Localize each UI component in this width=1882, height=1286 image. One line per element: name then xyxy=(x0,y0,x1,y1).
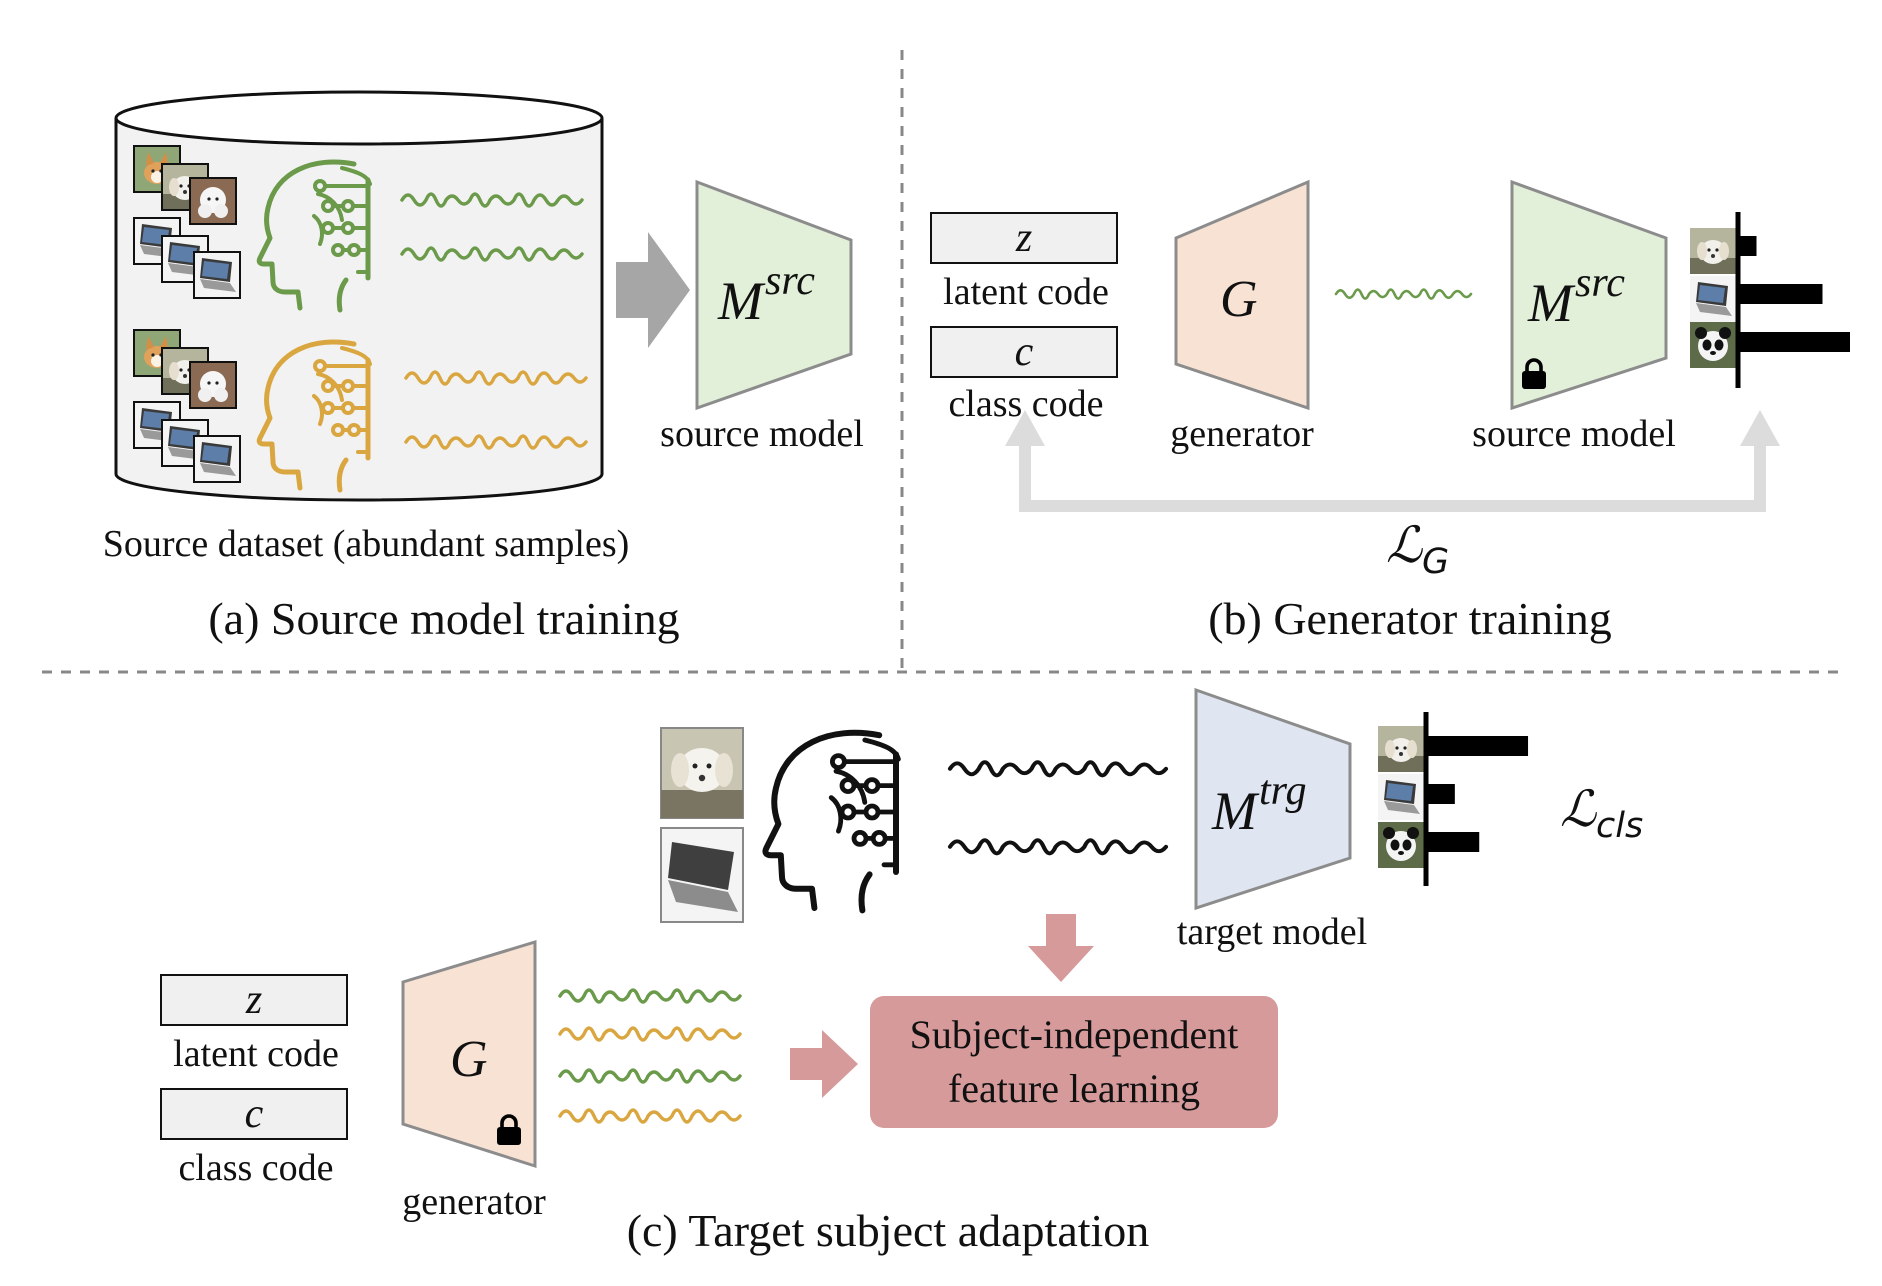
target-model-symbol: Mtrg xyxy=(1212,766,1307,841)
loss-g-symbol: ℒG xyxy=(1386,516,1450,582)
image-stack-top-laptops xyxy=(133,217,241,299)
latent-code-label-b: latent code xyxy=(943,271,1109,313)
target-model-label: target model xyxy=(1176,911,1368,953)
source-dataset-label: Source dataset (abundant samples) xyxy=(102,523,630,565)
class-code-label-c: class code xyxy=(178,1147,334,1189)
image-stack-bottom-laptops xyxy=(133,401,241,483)
source-model-label-a: source model xyxy=(660,413,864,455)
generator-trapezoid-b xyxy=(1174,179,1310,411)
gray-arrow-a xyxy=(616,232,690,348)
latent-code-box-b: z xyxy=(930,212,1118,264)
source-dataset-cylinder xyxy=(114,90,604,502)
source-model-trapezoid-b xyxy=(1510,179,1668,411)
feature-wave-orange-c2 xyxy=(558,1108,742,1124)
output-bar-c-2 xyxy=(1428,784,1455,804)
output-bars-c xyxy=(1428,736,1529,852)
generator-symbol-c: G xyxy=(450,1031,488,1088)
generator-symbol-b: G xyxy=(1220,271,1258,328)
output-bar-c-1 xyxy=(1428,736,1529,756)
feature-wave-green-c1 xyxy=(558,988,742,1004)
generator-label-c: generator xyxy=(402,1181,546,1223)
loss-g-feedback-arrow xyxy=(1019,436,1766,512)
output-bar-b-1 xyxy=(1740,236,1757,256)
loss-g-arrowhead-right xyxy=(1740,410,1780,446)
image-stack-top-dogs xyxy=(133,145,237,225)
feature-wave-green-c2 xyxy=(558,1068,742,1084)
input-photo-dog xyxy=(660,727,744,819)
source-model-symbol-b: Msrc xyxy=(1528,258,1625,333)
caption-b: (b) Generator training xyxy=(1208,593,1612,644)
latent-code-label-c: latent code xyxy=(173,1033,339,1075)
generator-label-b: generator xyxy=(1170,413,1314,455)
feature-wave-orange-c1 xyxy=(558,1026,742,1042)
image-stack-bottom-dogs xyxy=(133,329,237,409)
class-code-box-b: c xyxy=(930,326,1118,378)
output-bar-b-2 xyxy=(1740,284,1823,304)
output-bar-c-3 xyxy=(1428,832,1480,852)
target-model-trapezoid xyxy=(1194,687,1352,911)
output-bar-b-3 xyxy=(1740,332,1850,352)
pink-arrow-down xyxy=(1028,914,1094,982)
feature-wave-black-2 xyxy=(950,840,1166,853)
feature-wave-black-1 xyxy=(950,762,1166,775)
box-line-2: feature learning xyxy=(947,1066,1201,1111)
caption-a: (a) Source model training xyxy=(208,593,680,644)
latent-code-box-c: z xyxy=(160,974,348,1026)
box-line-1: Subject-independent xyxy=(909,1012,1239,1057)
source-model-trapezoid-a xyxy=(695,179,853,411)
source-model-label-b: source model xyxy=(1472,413,1676,455)
loss-g-arrowhead-left xyxy=(1005,410,1045,446)
source-model-symbol-a: Msrc xyxy=(718,256,815,331)
caption-c: (c) Target subject adaptation xyxy=(626,1205,1150,1256)
feature-wave-green-b xyxy=(1334,288,1473,300)
output-bars-b xyxy=(1740,236,1850,352)
subject-head-icon-black xyxy=(765,733,898,911)
input-photo-laptop xyxy=(660,827,744,923)
class-thumbs-c xyxy=(1378,726,1424,868)
subject-independent-feature-learning-box: Subject-independent feature learning xyxy=(870,996,1278,1128)
generator-trapezoid-c xyxy=(401,939,537,1169)
class-code-label-b: class code xyxy=(948,383,1104,425)
loss-cls-symbol: ℒcls xyxy=(1560,780,1644,846)
class-code-box-c: c xyxy=(160,1088,348,1140)
class-thumbs-b xyxy=(1690,228,1736,368)
pink-arrow-right xyxy=(790,1030,858,1098)
